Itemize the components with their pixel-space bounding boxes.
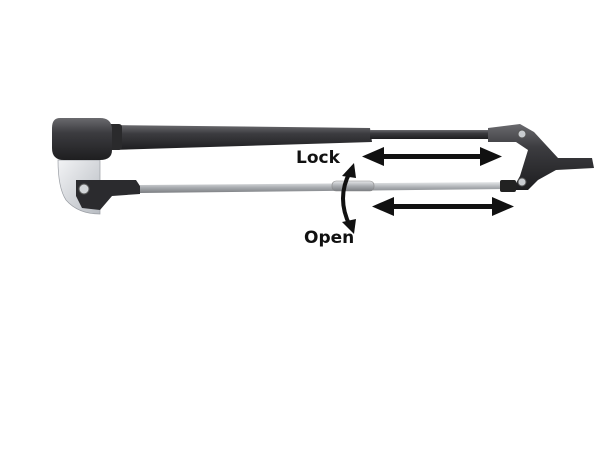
adjust-arrow-bottom [372,197,514,216]
adjust-arrow-top [362,147,502,166]
wiper-arm-body [110,125,372,150]
pantograph-bracket [488,124,594,190]
rod-end-bolt [78,183,90,195]
lock-label: Lock [296,148,341,168]
rod-end-right [500,180,516,192]
bracket-bolt-top [517,129,527,139]
open-label: Open [304,228,354,248]
rod-coupling [331,180,375,192]
bracket-bolt-bottom [517,177,527,187]
arm-head [52,118,112,160]
connecting-rod [140,182,510,193]
rod-end-left [76,180,140,210]
wiper-arm-extension [370,130,492,139]
lock-open-rotation-arrow [341,163,356,234]
